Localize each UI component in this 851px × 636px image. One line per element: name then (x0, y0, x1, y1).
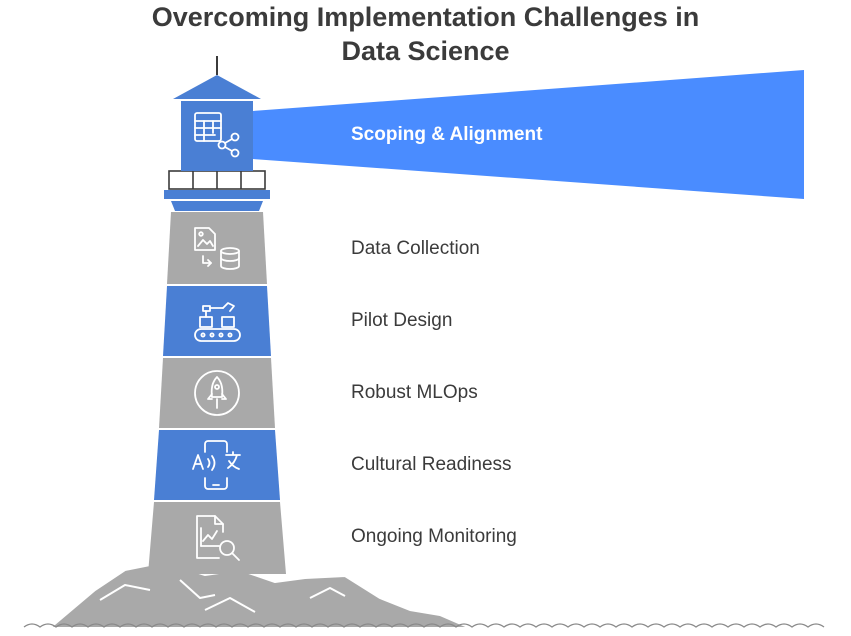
title-line-1: Overcoming Implementation Challenges in (151, 2, 700, 32)
gallery-railing (168, 170, 266, 190)
stage-label-scoping-alignment: Scoping & Alignment (351, 124, 543, 145)
tower-band-pilot-design (163, 286, 271, 356)
image-to-database-icon (194, 227, 240, 270)
lantern-room (181, 101, 253, 171)
tower-band-ongoing-monitoring (148, 502, 286, 574)
stage-label-cultural-readiness: Cultural Readiness (351, 454, 512, 475)
robotic-arm-conveyor-icon (194, 302, 241, 342)
rocks (49, 561, 471, 629)
tower-collar (171, 201, 263, 211)
gallery-deck (164, 190, 270, 199)
title-line-2: Data Science (341, 36, 510, 66)
stage-label-data-collection: Data Collection (351, 238, 480, 259)
stage-label-robust-mlops: Robust MLOps (351, 382, 478, 403)
lighthouse-roof (173, 75, 261, 99)
tower-band-data-collection (167, 212, 267, 284)
rocket-icon (194, 370, 240, 416)
diagram-title: Overcoming Implementation Challenges in … (0, 0, 851, 68)
phone-translate-icon (192, 440, 241, 490)
stage-label-pilot-design: Pilot Design (351, 310, 453, 331)
stage-label-ongoing-monitoring: Ongoing Monitoring (351, 526, 517, 547)
tower-band-robust-mlops (159, 358, 275, 428)
water-line (23, 623, 825, 628)
tower-band-cultural-readiness (154, 430, 280, 500)
table-share-icon (194, 112, 240, 158)
light-beam (253, 70, 804, 199)
chart-document-search-icon (196, 515, 240, 561)
